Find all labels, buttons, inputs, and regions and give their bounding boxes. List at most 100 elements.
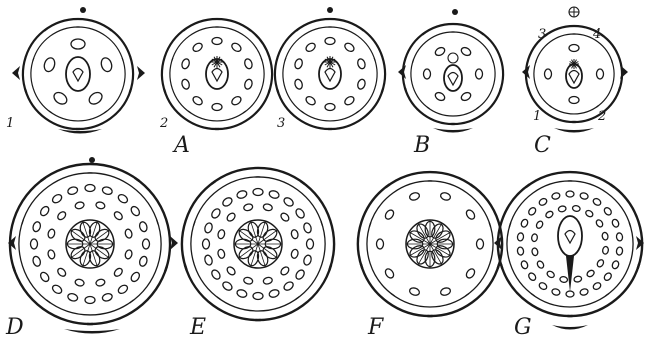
stamen [32, 221, 42, 233]
corolla-arc [549, 106, 598, 114]
calyx-arc [386, 172, 475, 187]
figure-label-2: 2 [159, 116, 168, 131]
stamen [434, 46, 446, 57]
corolla-arc [411, 60, 430, 109]
stamen [130, 271, 142, 283]
calyx-arc [277, 89, 332, 129]
stamen [138, 255, 148, 267]
calyx-arc [481, 33, 503, 92]
figure-label-1: 1 [6, 116, 14, 131]
stamen [124, 228, 133, 238]
stamen [85, 297, 95, 304]
stamen [210, 268, 222, 280]
calyx-arc [428, 264, 500, 316]
figure-C-number-2: 2 [597, 109, 606, 124]
stamen [117, 193, 129, 205]
stamen [31, 239, 38, 249]
calyx-arc [215, 89, 270, 129]
calyx-arc [361, 264, 433, 316]
corolla-arc [427, 107, 479, 116]
stamen [616, 247, 623, 256]
corolla-arc [49, 111, 107, 121]
stamen [477, 239, 484, 249]
axis-dot [452, 9, 458, 15]
stamen [343, 42, 355, 54]
stamen [268, 190, 280, 200]
calyx-arc [403, 33, 425, 92]
calyx-arc [405, 88, 455, 124]
stamen [236, 289, 248, 299]
stamen [440, 287, 452, 297]
ovule [565, 231, 575, 244]
stamen [221, 196, 233, 208]
stamen [39, 205, 51, 217]
calyx-arc [183, 19, 251, 31]
ovule [448, 73, 458, 86]
corolla-arc [243, 58, 264, 113]
lobed-stamen [100, 56, 114, 72]
stamen [212, 38, 222, 45]
ovule [73, 69, 83, 82]
stamen [303, 222, 313, 234]
diagram-A [162, 19, 272, 129]
bract-mark [433, 128, 473, 133]
stamen [113, 210, 124, 221]
stamen [74, 201, 84, 210]
figure-C-number-3: 3 [538, 27, 546, 42]
stamen [303, 254, 313, 266]
lobed-stamen [71, 39, 85, 49]
calyx-arc [185, 265, 261, 320]
stamen [527, 206, 537, 216]
calyx-arc [109, 28, 133, 92]
stamen [56, 210, 67, 221]
stamen [130, 205, 142, 217]
corolla-arc [428, 181, 491, 227]
stamen [226, 212, 237, 223]
stamen [602, 246, 609, 254]
stamen [279, 265, 290, 276]
calyx-arc [211, 168, 305, 184]
corolla-arc [477, 60, 496, 109]
stamen [538, 281, 548, 290]
bract-mark [12, 66, 20, 80]
figure-label-G: G [514, 315, 532, 340]
stamen [244, 58, 254, 70]
stamen [566, 191, 574, 197]
calyx-arc [501, 264, 573, 316]
axis-dot [89, 157, 95, 163]
stamen [191, 42, 203, 54]
stamen [253, 293, 263, 300]
stamen [551, 288, 560, 296]
stamen [573, 276, 582, 283]
stamen [263, 276, 273, 285]
axis-dot [327, 7, 333, 13]
figure-C-number-4: 4 [592, 27, 601, 42]
calyx-arc [25, 89, 80, 129]
stamen [56, 267, 67, 278]
stamen [551, 192, 560, 200]
lobed-stamen [43, 56, 57, 72]
corolla-arc [283, 58, 304, 113]
lobed-stamen [87, 90, 104, 106]
stamen [47, 249, 56, 259]
stamen [203, 239, 210, 249]
stamen [545, 69, 552, 79]
stamen [424, 69, 431, 79]
stamen [210, 207, 222, 219]
stamen [138, 221, 148, 233]
stamen [279, 212, 290, 223]
stamen [217, 229, 226, 239]
corolla-arc [596, 60, 614, 107]
stamen [531, 233, 538, 241]
stamen [113, 267, 124, 278]
stamen [243, 276, 253, 285]
stamen [409, 287, 421, 297]
corolla-arc [188, 111, 246, 121]
stamen [586, 269, 595, 278]
stamen [592, 197, 602, 206]
stamen [67, 292, 79, 302]
stamen [611, 218, 620, 228]
stamen [95, 278, 105, 287]
stamen [85, 185, 95, 192]
corolla-arc [369, 181, 432, 227]
